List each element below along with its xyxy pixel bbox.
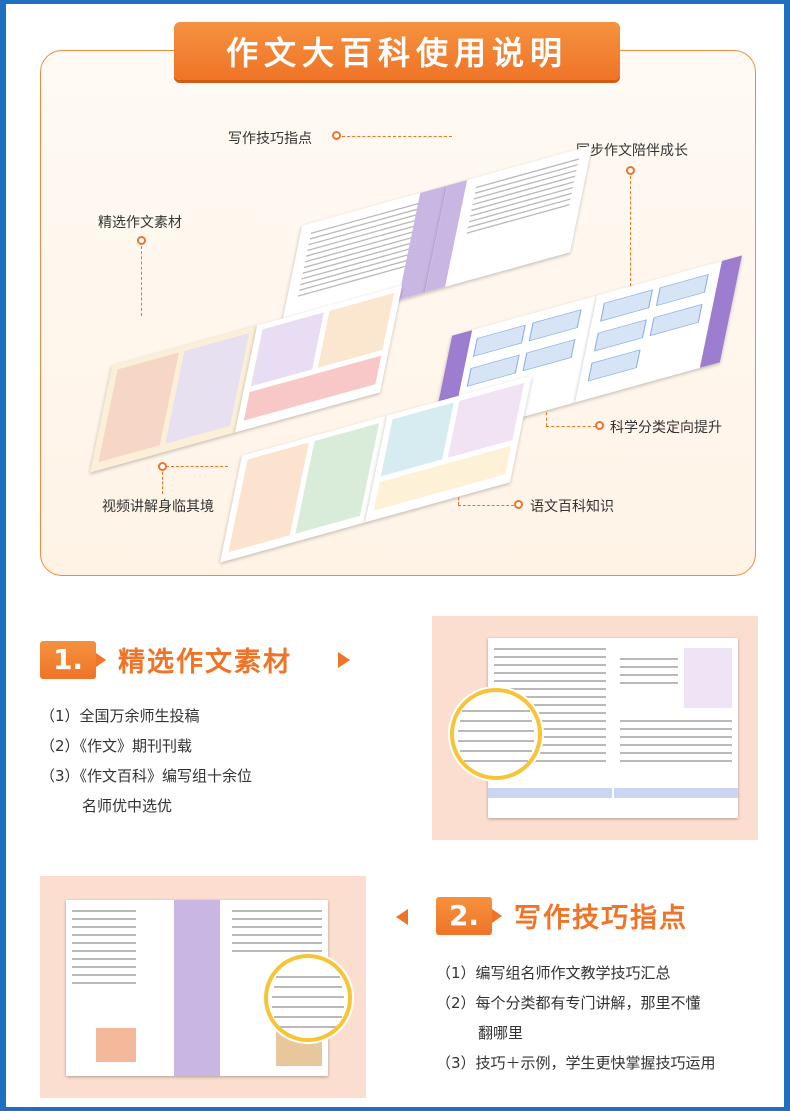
page-canvas: 作文大百科使用说明 写作技巧指点 同步作文陪伴成长 精选作文素材 科学分类定向提… [6, 4, 784, 1107]
section2-heading: 2. 写作技巧指点 [436, 896, 688, 935]
list-item: 翻哪里 [478, 1024, 524, 1042]
callout-line [162, 472, 163, 494]
callout-line [546, 396, 547, 426]
list-item: （1）全国万余师生投稿 [40, 707, 200, 725]
section2-title: 写作技巧指点 [514, 903, 688, 934]
list-item: （3）《作文百科》编写组十余位 [40, 767, 253, 785]
callout-line [546, 426, 596, 427]
callout-chinese-encyclopedia: 语文百科知识 [530, 499, 614, 515]
callout-dot [514, 500, 523, 509]
section1-list: （1）全国万余师生投稿 （2）《作文》期刊刊载 （3）《作文百科》编写组十余位 … [40, 701, 252, 821]
section1-preview [432, 616, 758, 840]
section2-list: （1）编写组名师作文教学技巧汇总 （2）每个分类都有专门讲解，那里不懂 翻哪里 … [436, 958, 716, 1078]
arrow-left-icon [396, 909, 408, 925]
section1-number: 1. [40, 640, 106, 679]
callout-video-explanation: 视频讲解身临其境 [102, 499, 214, 515]
callout-dot [332, 131, 341, 140]
page-title: 作文大百科使用说明 [174, 22, 620, 80]
callout-line [630, 176, 631, 286]
callout-line [458, 505, 514, 506]
list-item: （1）编写组名师作文教学技巧汇总 [436, 964, 671, 982]
section2-number: 2. [436, 896, 502, 935]
callout-dot [137, 236, 146, 245]
arrow-right-icon [338, 652, 350, 668]
callout-selected-material: 精选作文素材 [98, 215, 182, 231]
callout-line [166, 466, 228, 467]
list-item: （2）每个分类都有专门讲解，那里不懂 [436, 994, 701, 1012]
section2-preview [40, 876, 366, 1098]
list-item: 名师优中选优 [82, 797, 173, 815]
callout-line [342, 136, 452, 137]
list-item: （2）《作文》期刊刊载 [40, 737, 193, 755]
list-item: （3）技巧＋示例，学生更快掌握技巧运用 [436, 1054, 716, 1072]
callout-writing-tips: 写作技巧指点 [228, 131, 312, 147]
callout-line [141, 246, 142, 316]
section1-heading: 1. 精选作文素材 [40, 640, 292, 679]
callout-dot [595, 421, 604, 430]
callout-scientific-classification: 科学分类定向提升 [610, 420, 722, 436]
magnifier-icon [264, 954, 352, 1042]
section1-title: 精选作文素材 [118, 647, 292, 678]
callout-sync-growth: 同步作文陪伴成长 [576, 143, 688, 159]
callout-dot [626, 166, 635, 175]
magnifier-icon [450, 688, 542, 780]
